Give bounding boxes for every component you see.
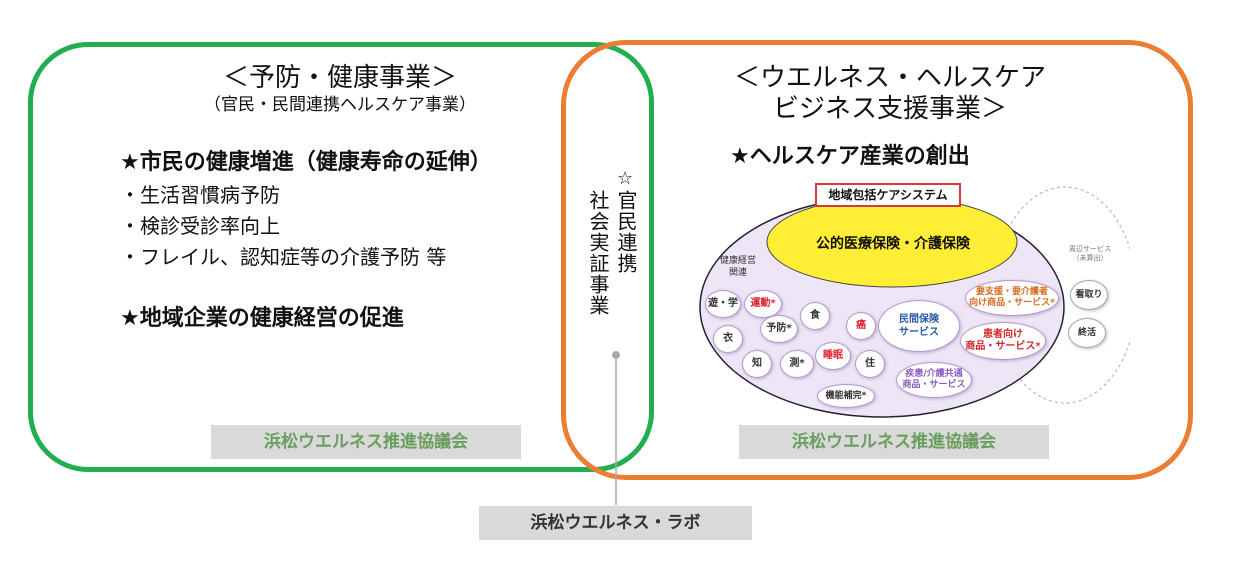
bubble-function-support: 機能補完* — [817, 384, 875, 408]
bubble-sleep: 睡眠 — [815, 342, 851, 370]
right-title-line2: ビジネス支援事業＞ — [772, 94, 1007, 124]
wellness-business-frame — [561, 40, 1193, 480]
health-mgmt-line2: 関連 — [728, 268, 747, 278]
patient-goods-bubble: 患者向け 商品・サービス* — [960, 322, 1046, 360]
care-goods-line1: 要支援・要介護者 — [975, 287, 1048, 297]
bubble-end-of-life: 看取り — [1070, 280, 1108, 310]
wellness-lab-badge: 浜松ウエルネス・ラボ — [479, 506, 752, 540]
care-goods-bubble: 要支援・要介護者 向け商品・サービス* — [965, 280, 1059, 316]
bubble-cancer: 癌 — [846, 312, 876, 340]
bullet-lifestyle: ・生活習慣病予防 — [120, 183, 280, 207]
bubble-prevention: 予防* — [760, 315, 798, 343]
patient-goods-line2: 商品・サービス* — [965, 341, 1041, 352]
prevention-health-frame — [28, 42, 654, 472]
shared-goods-bubble: 疾患/介護共通 商品・サービス — [896, 362, 972, 398]
left-heading-citizen-health: ★市民の健康増進（健康寿命の延伸） — [120, 150, 492, 175]
left-council-badge: 浜松ウエルネス推進協議会 — [211, 425, 521, 459]
bubble-play-learn: 遊・学 — [705, 290, 741, 318]
bubble-knowledge: 知 — [742, 350, 772, 378]
private-insurance-line1: 民間保険 — [899, 314, 939, 325]
peripheral-line2: （未算出） — [1072, 254, 1108, 262]
star-icon: ☆ — [617, 168, 634, 189]
private-insurance-bubble: 民間保険 サービス — [878, 300, 960, 352]
center-vertical-col1: 官民連携 — [614, 190, 638, 274]
bubble-exercise: 運動* — [744, 290, 782, 318]
left-subtitle: （官民・民間連携ヘルスケア事業） — [204, 95, 476, 115]
shared-goods-line2: 商品・サービス — [902, 380, 966, 390]
bubble-housing: 住 — [855, 350, 885, 378]
peripheral-line1: 周辺サービス — [1069, 245, 1111, 253]
bubble-measure: 測* — [780, 350, 814, 378]
bubble-end-planning: 終活 — [1068, 318, 1106, 348]
left-title: ＜予防・健康事業＞ — [222, 63, 457, 93]
public-insurance-label: 公的医療保険・介護保険 — [816, 236, 970, 252]
private-insurance-line2: サービス — [899, 327, 939, 338]
bubble-clothing: 衣 — [713, 325, 743, 353]
right-title-line1: ＜ウエルネス・ヘルスケア — [733, 63, 1046, 93]
shared-goods-line1: 疾患/介護共通 — [905, 369, 963, 379]
health-mgmt-line1: 健康経営 — [719, 256, 756, 266]
care-system-label: 地域包括ケアシステム — [815, 183, 961, 207]
left-heading-enterprise: ★地域企業の健康経営の促進 — [120, 306, 404, 331]
bubble-food: 食 — [800, 302, 830, 330]
connector-dot — [612, 351, 620, 359]
peripheral-label: 周辺サービス （未算出） — [1062, 245, 1118, 263]
bullet-frailty: ・フレイル、認知症等の介護予防 等 — [120, 245, 447, 269]
right-heading-industry: ★ヘルスケア産業の創出 — [730, 144, 970, 169]
peripheral-ellipse — [992, 186, 1130, 404]
care-goods-line2: 向け商品・サービス* — [969, 298, 1055, 308]
patient-goods-line1: 患者向け — [983, 329, 1023, 340]
bullet-screening: ・検診受診率向上 — [120, 214, 280, 238]
right-council-badge: 浜松ウエルネス推進協議会 — [739, 425, 1049, 459]
center-vertical-col2: 社会実証事業 — [586, 190, 610, 316]
